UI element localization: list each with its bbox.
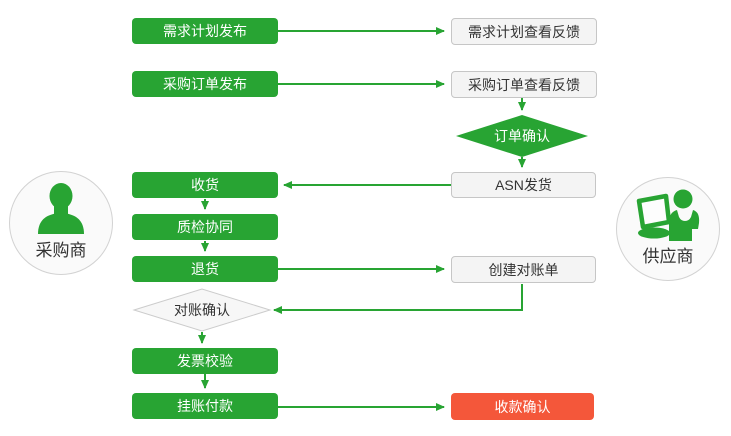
node-receive: 收货 xyxy=(132,172,278,198)
actor-buyer-label: 采购商 xyxy=(35,241,87,260)
node-asn-ship: ASN发货 xyxy=(451,172,596,198)
node-receipt-confirm: 收款确认 xyxy=(451,393,594,420)
diamond-order-confirm xyxy=(456,115,588,157)
person-icon xyxy=(38,183,84,234)
actor-buyer: 采购商 xyxy=(9,171,113,275)
diamond-statement-confirm xyxy=(132,288,272,332)
actor-supplier-label: 供应商 xyxy=(642,247,694,266)
node-demand-plan-publish: 需求计划发布 xyxy=(132,18,278,44)
person-at-computer-icon xyxy=(636,189,700,241)
actor-supplier: 供应商 xyxy=(616,177,720,281)
edge-statement-to-confirm xyxy=(273,284,523,314)
node-quality-check: 质检协同 xyxy=(132,214,278,240)
node-invoice-verify: 发票校验 xyxy=(132,348,278,374)
node-create-statement: 创建对账单 xyxy=(451,256,596,283)
node-po-feedback: 采购订单查看反馈 xyxy=(451,71,597,98)
node-payment: 挂账付款 xyxy=(132,393,278,419)
node-demand-plan-feedback: 需求计划查看反馈 xyxy=(451,18,597,45)
node-po-publish: 采购订单发布 xyxy=(132,71,278,97)
node-return-goods: 退货 xyxy=(132,256,278,282)
